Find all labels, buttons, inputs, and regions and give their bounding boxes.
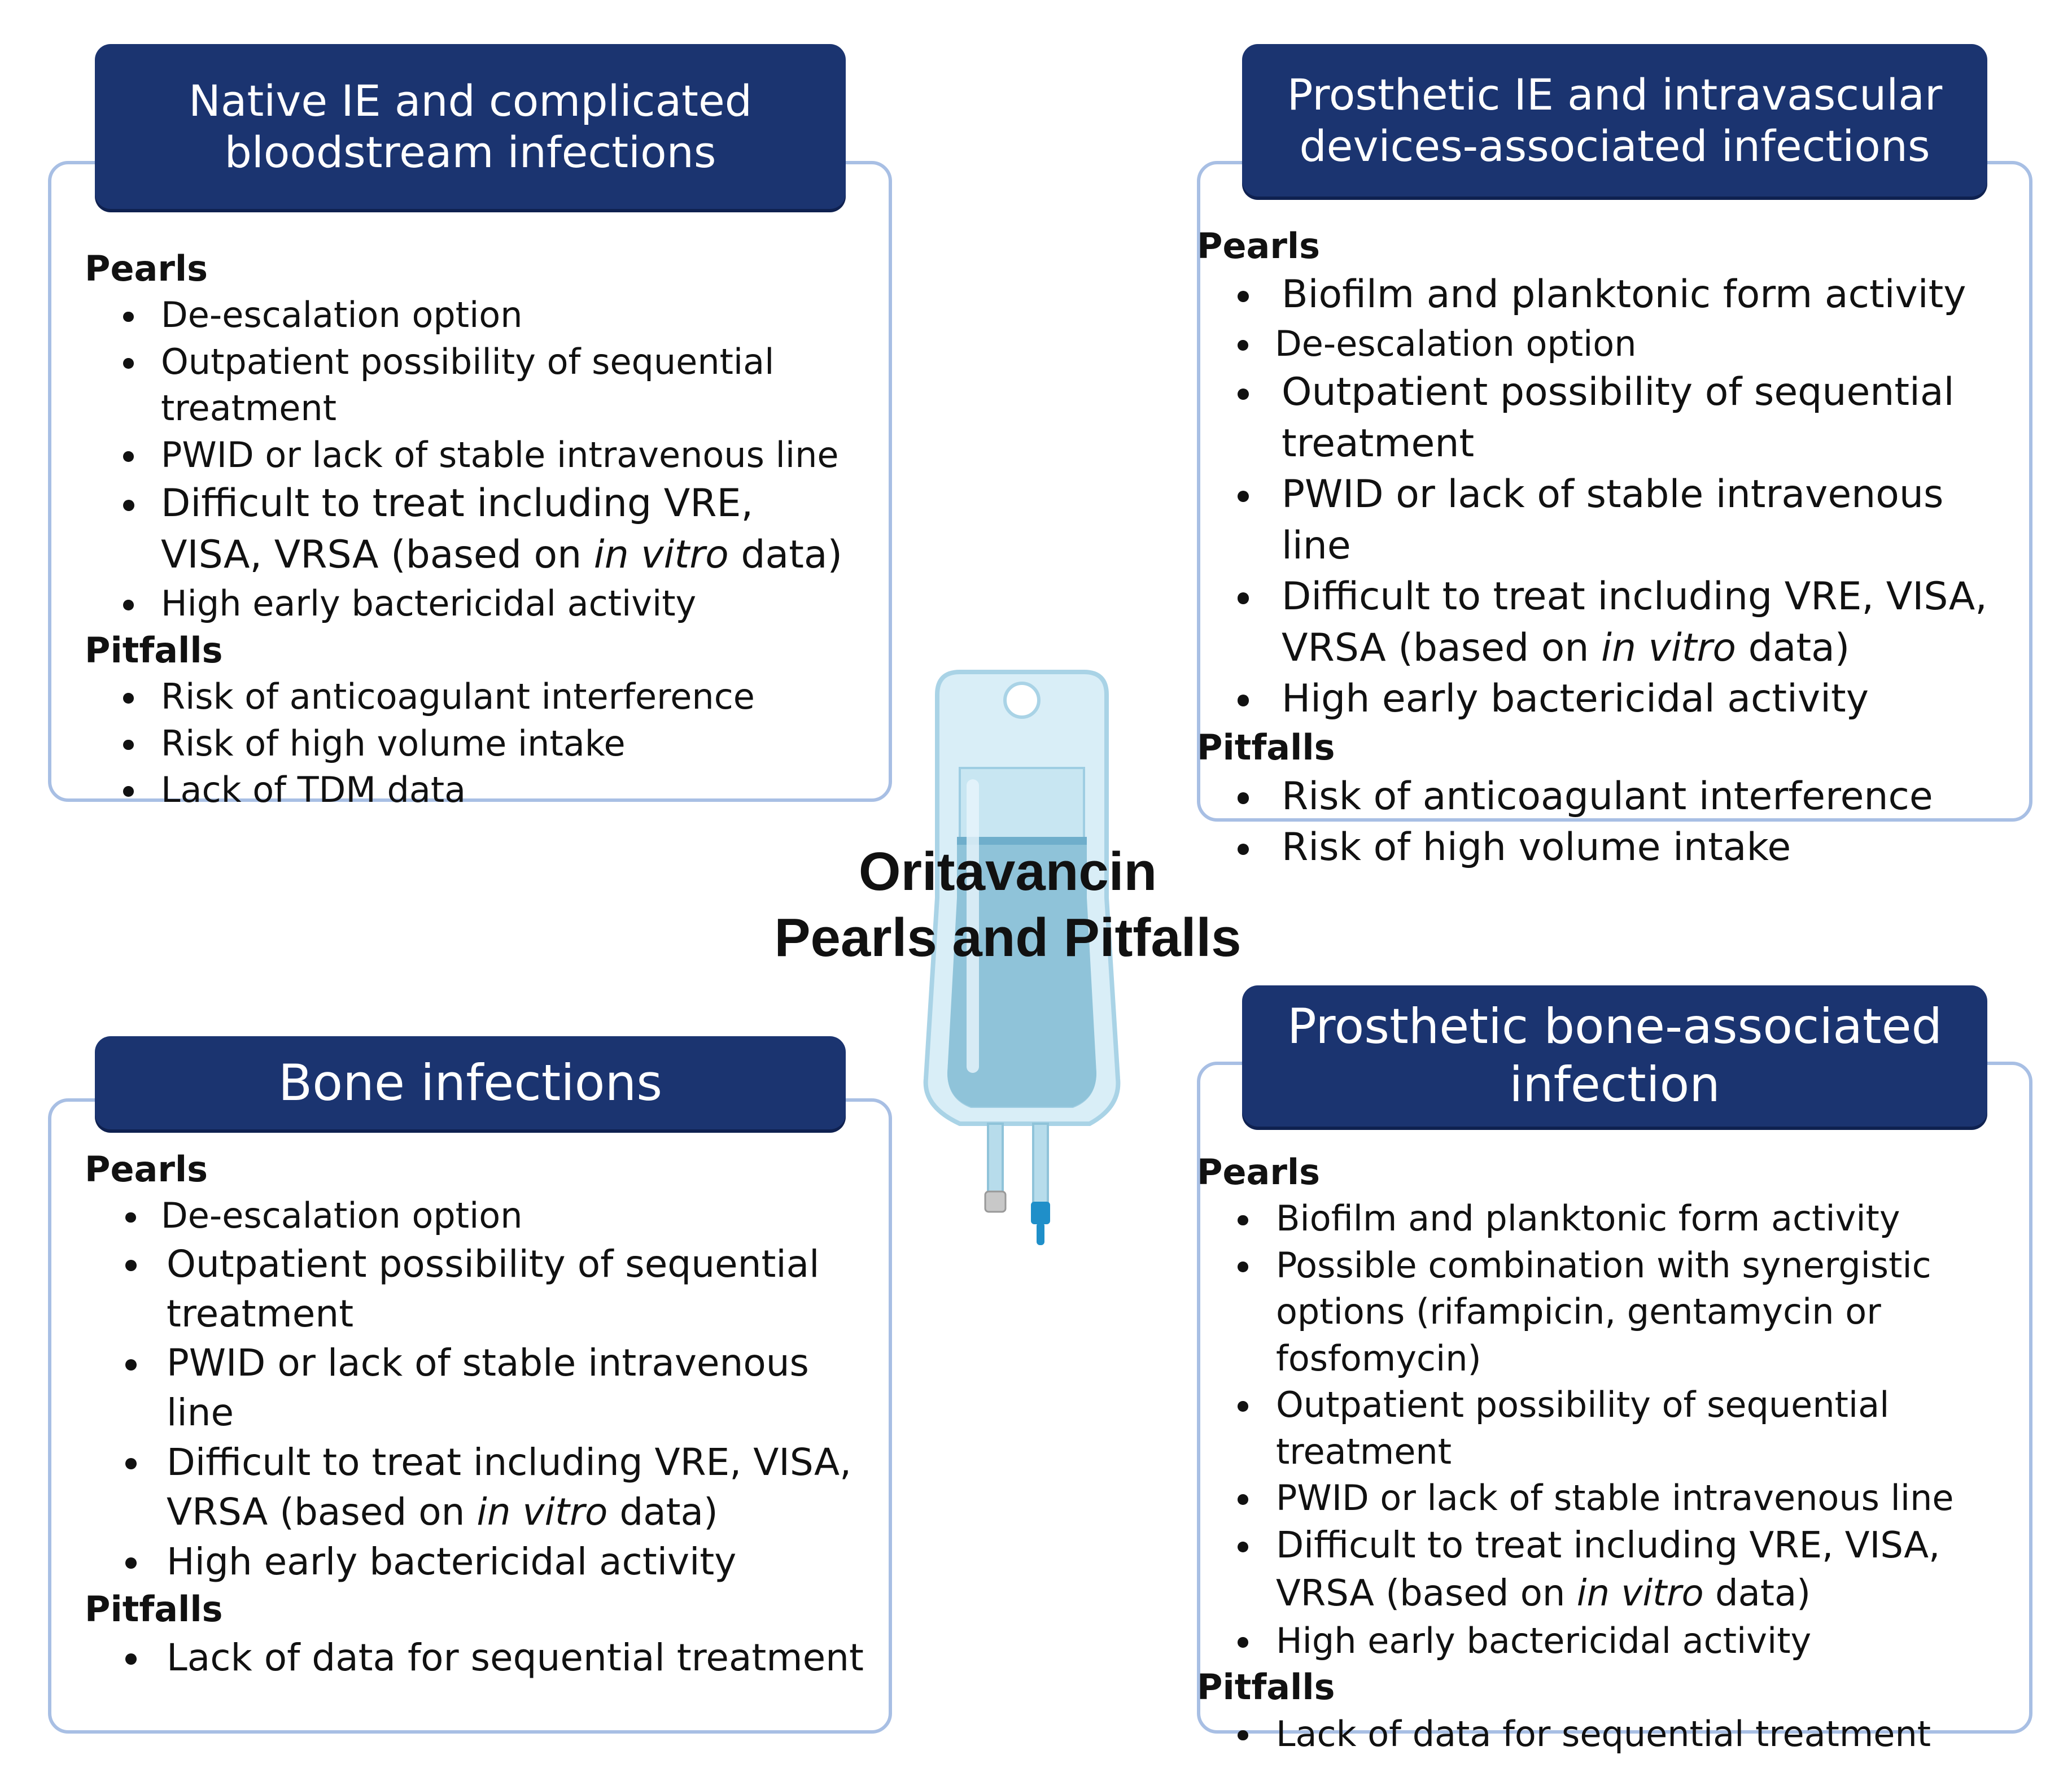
header-title: Prosthetic bone-associated infection: [1287, 998, 1943, 1113]
content-prosthetic-bone: Pearls Biofilm and planktonic form activ…: [1197, 1149, 2021, 1757]
list-item: PWID or lack of stable intravenous line: [1197, 469, 2021, 571]
list-item: Outpatient possibility of sequential tre…: [85, 1239, 875, 1339]
pitfalls-list: Risk of anticoagulant interference Risk …: [1197, 771, 2021, 874]
pearls-heading: Pearls: [1197, 1151, 1321, 1193]
header-prosthetic-bone: Prosthetic bone-associated infection: [1242, 985, 1987, 1127]
header-title: Native IE and complicated bloodstream in…: [189, 75, 752, 177]
list-item: Possible combination with synergistic op…: [1197, 1242, 2021, 1382]
panel-prosthetic-ie: [1197, 161, 2032, 822]
panel-prosthetic-bone: [1197, 1062, 2032, 1734]
list-item: Risk of high volume intake: [85, 721, 864, 767]
pearls-list: Biofilm and planktonic form activity De-…: [1197, 269, 2021, 724]
list-item: Risk of high volume intake: [1197, 822, 2021, 873]
pitfalls-heading: Pitfalls: [1197, 1666, 1335, 1708]
list-item: De-escalation option: [1197, 321, 2021, 367]
panel-bone: [48, 1098, 892, 1734]
pearls-list: Biofilm and planktonic form activity Pos…: [1197, 1195, 2021, 1664]
header-prosthetic-ie: Prosthetic IE and intravascular devices-…: [1242, 44, 1987, 197]
header-bone: Bone infections: [95, 1036, 846, 1129]
pearls-list: De-escalation option Outpatient possibil…: [85, 1193, 875, 1586]
list-item: High early bactericidal activity: [85, 581, 864, 627]
list-item: PWID or lack of stable intravenous line: [85, 1338, 875, 1438]
pitfalls-list: Lack of data for sequential treatment: [85, 1633, 875, 1683]
list-item: High early bactericidal activity: [85, 1537, 875, 1587]
list-item: Biofilm and planktonic form activity: [1197, 269, 2021, 320]
pitfalls-list: Risk of anticoagulant interference Risk …: [85, 674, 864, 813]
list-item: Risk of anticoagulant interference: [85, 674, 864, 720]
list-item: Difficult to treat including VRE, VISA, …: [1197, 571, 2021, 674]
pitfalls-heading: Pitfalls: [85, 1588, 223, 1630]
pitfalls-list: Lack of data for sequential treatment: [1197, 1711, 2021, 1757]
content-native-ie: Pearls De-escalation option Outpatient p…: [85, 246, 864, 813]
list-item: Risk of anticoagulant interference: [1197, 771, 2021, 822]
list-item: De-escalation option: [85, 292, 864, 338]
list-item: PWID or lack of stable intravenous line: [1197, 1475, 2021, 1521]
list-item: De-escalation option: [85, 1193, 875, 1239]
list-item: High early bactericidal activity: [1197, 1618, 2021, 1664]
list-item: Difficult to treat including VRE, VISA, …: [1197, 1522, 2021, 1618]
list-item: Outpatient possibility of sequential tre…: [85, 339, 864, 432]
pitfalls-heading: Pitfalls: [1197, 727, 1335, 769]
pearls-list: De-escalation option Outpatient possibil…: [85, 292, 864, 627]
panel-native-ie: [48, 161, 892, 802]
list-item: High early bactericidal activity: [1197, 674, 2021, 724]
content-prosthetic-ie: Pearls Biofilm and planktonic form activ…: [1197, 223, 2021, 874]
list-item: Outpatient possibility of sequential tre…: [1197, 367, 2021, 469]
header-title: Bone infections: [278, 1053, 663, 1112]
center-title-line-1: Oritavancin: [858, 841, 1157, 902]
list-item: PWID or lack of stable intravenous line: [85, 432, 864, 478]
pearls-heading: Pearls: [1197, 225, 1321, 267]
list-item: Outpatient possibility of sequential tre…: [1197, 1382, 2021, 1475]
list-item: Biofilm and planktonic form activity: [1197, 1195, 2021, 1242]
iv-bag-icon: [923, 670, 1121, 1245]
pearls-heading: Pearls: [85, 248, 208, 289]
list-item: Difficult to treat including VRE, VISA, …: [85, 1438, 875, 1537]
list-item: Lack of TDM data: [85, 767, 864, 813]
pitfalls-heading: Pitfalls: [85, 629, 223, 671]
header-title: Prosthetic IE and intravascular devices-…: [1287, 69, 1943, 171]
pearls-heading: Pearls: [85, 1149, 208, 1190]
list-item: Lack of data for sequential treatment: [1197, 1711, 2021, 1757]
list-item: Difficult to treat including VRE, VISA, …: [85, 478, 864, 581]
center-title: Oritavancin Pearls and Pitfalls: [706, 839, 1310, 971]
content-bone: Pearls De-escalation option Outpatient p…: [85, 1146, 875, 1682]
list-item: Lack of data for sequential treatment: [85, 1633, 875, 1683]
center-title-line-2: Pearls and Pitfalls: [774, 907, 1242, 968]
header-native-ie: Native IE and complicated bloodstream in…: [95, 44, 846, 209]
